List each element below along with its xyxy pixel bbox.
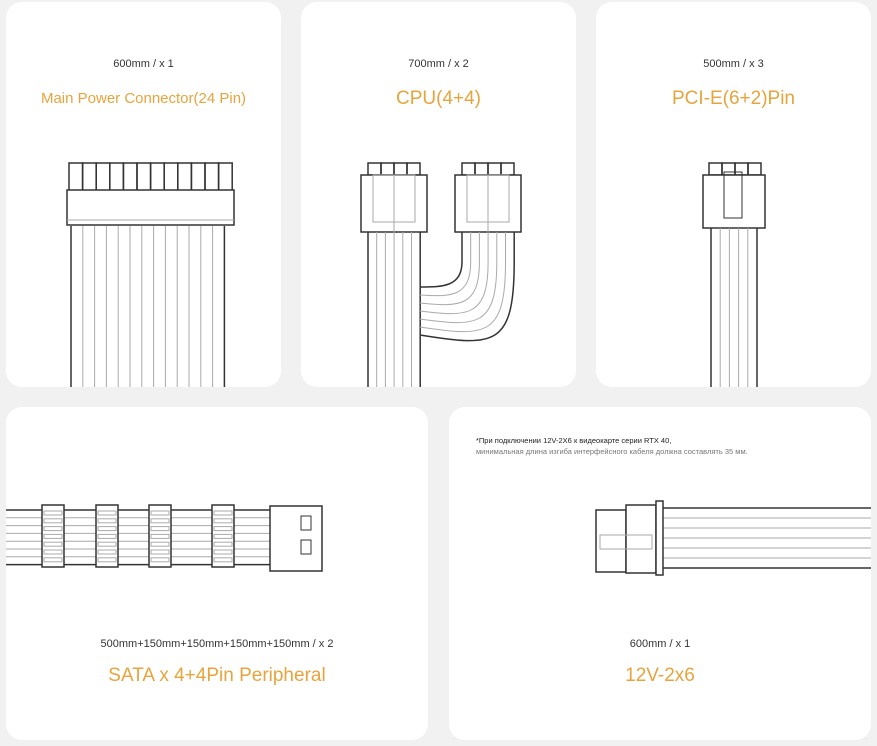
molex-pin bbox=[300, 539, 312, 555]
contact bbox=[150, 541, 170, 547]
pin bbox=[204, 162, 220, 192]
note-line-2: минимальная длина изгиба интерфейсного к… bbox=[476, 447, 748, 456]
spec-label: 500mm / x 3 bbox=[703, 58, 764, 70]
contact bbox=[97, 518, 117, 524]
contact bbox=[150, 557, 170, 563]
sata-clip bbox=[95, 504, 119, 568]
contact bbox=[150, 526, 170, 532]
bend-radius-note: *При подключении 12V-2X6 к видеокарте се… bbox=[476, 435, 748, 457]
main-power-connector-drawing bbox=[66, 162, 235, 387]
pin bbox=[109, 162, 125, 192]
bent-wire bbox=[419, 232, 515, 342]
connector-housing bbox=[66, 189, 235, 226]
contact bbox=[150, 549, 170, 555]
pin bbox=[217, 162, 233, 192]
contact bbox=[150, 518, 170, 524]
pin bbox=[149, 162, 165, 192]
pin bbox=[487, 162, 502, 176]
latch bbox=[723, 171, 743, 219]
contact bbox=[43, 526, 63, 532]
pin bbox=[461, 162, 476, 176]
pin bbox=[708, 162, 723, 176]
contact bbox=[97, 533, 117, 539]
contact bbox=[213, 518, 233, 524]
sata-clip bbox=[148, 504, 172, 568]
card-cpu: 700mm / x 2 CPU(4+4) bbox=[301, 2, 576, 387]
spec-label: 600mm / x 1 bbox=[113, 58, 174, 70]
pin bbox=[393, 162, 408, 176]
pin bbox=[122, 162, 138, 192]
product-title: SATA x 4+4Pin Peripheral bbox=[108, 665, 326, 686]
connector-housing bbox=[625, 504, 657, 574]
pin bbox=[95, 162, 111, 192]
pin bbox=[747, 162, 762, 176]
contact bbox=[213, 533, 233, 539]
pin bbox=[163, 162, 179, 192]
card-main-power: 600mm / x 1 Main Power Connector(24 Pin) bbox=[6, 2, 281, 387]
sata-clip bbox=[41, 504, 65, 568]
molex-connector bbox=[269, 505, 323, 572]
product-title: 12V-2x6 bbox=[625, 665, 695, 686]
bent-wire bbox=[419, 232, 489, 315]
bent-wire bbox=[419, 232, 480, 306]
contact bbox=[213, 541, 233, 547]
contact bbox=[43, 518, 63, 524]
sata-clip bbox=[211, 504, 235, 568]
pin bbox=[177, 162, 193, 192]
contact bbox=[150, 533, 170, 539]
12v-2x6-connector-drawing bbox=[595, 500, 871, 576]
pin bbox=[500, 162, 515, 176]
bent-wire bbox=[419, 232, 498, 324]
spec-label: 700mm / x 2 bbox=[408, 58, 469, 70]
bent-wire bbox=[419, 232, 472, 297]
contact bbox=[43, 541, 63, 547]
bent-wire bbox=[419, 232, 463, 288]
pin bbox=[190, 162, 206, 192]
pin bbox=[136, 162, 152, 192]
contact bbox=[97, 549, 117, 555]
contact bbox=[213, 510, 233, 516]
pin bbox=[406, 162, 421, 176]
cpu-connector-drawing bbox=[360, 162, 522, 387]
card-pcie: 500mm / x 3 PCI-E(6+2)Pin bbox=[596, 2, 871, 387]
product-title: PCI-E(6+2)Pin bbox=[671, 88, 796, 109]
contact bbox=[43, 510, 63, 516]
contact bbox=[43, 557, 63, 563]
contact bbox=[97, 557, 117, 563]
card-12v-2x6: *При подключении 12V-2X6 к видеокарте се… bbox=[449, 407, 871, 740]
contact bbox=[43, 533, 63, 539]
bent-wire bbox=[419, 232, 506, 333]
pin bbox=[367, 162, 382, 176]
spec-label: 500mm+150mm+150mm+150mm+150mm / x 2 bbox=[100, 638, 334, 650]
pin bbox=[380, 162, 395, 176]
pin bbox=[81, 162, 97, 192]
card-sata: 500mm+150mm+150mm+150mm+150mm / x 2 SATA… bbox=[6, 407, 428, 740]
contact bbox=[213, 526, 233, 532]
molex-pin bbox=[300, 515, 312, 531]
note-line-1: *При подключении 12V-2X6 к видеокарте се… bbox=[476, 436, 672, 445]
latch bbox=[599, 534, 653, 550]
contact bbox=[97, 510, 117, 516]
contact bbox=[97, 541, 117, 547]
contact bbox=[97, 526, 117, 532]
product-title: CPU(4+4) bbox=[396, 88, 481, 109]
pin bbox=[68, 162, 84, 192]
contact bbox=[213, 549, 233, 555]
connector-housing bbox=[702, 174, 766, 229]
contact bbox=[150, 510, 170, 516]
sata-connector-drawing bbox=[6, 504, 323, 572]
contact bbox=[213, 557, 233, 563]
pin bbox=[474, 162, 489, 176]
contact bbox=[43, 549, 63, 555]
flange bbox=[655, 500, 664, 576]
spec-label: 600mm / x 1 bbox=[629, 638, 691, 650]
pcie-connector-drawing bbox=[702, 162, 766, 387]
product-title: Main Power Connector(24 Pin) bbox=[40, 90, 247, 107]
